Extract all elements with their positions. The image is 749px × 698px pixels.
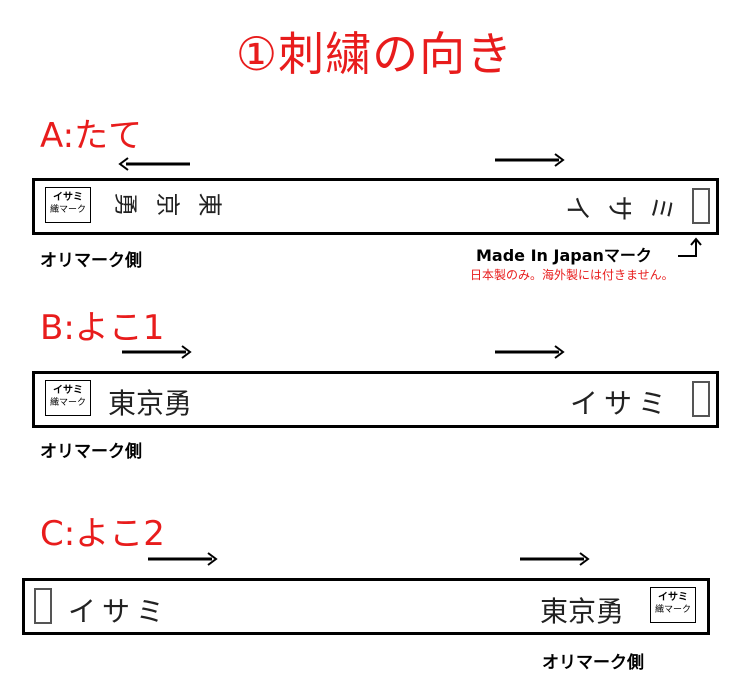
embroidery-band-c bbox=[22, 578, 710, 635]
arrow-right-icon bbox=[518, 552, 592, 566]
pointer-arrow-icon bbox=[676, 236, 702, 264]
mark-line2: 織マーク bbox=[49, 205, 86, 215]
made-in-japan-label: Made In Japanマーク bbox=[476, 246, 652, 265]
mark-line2: 織マーク bbox=[654, 605, 691, 615]
mark-line2: 織マーク bbox=[49, 398, 86, 408]
made-in-japan-tag bbox=[692, 381, 710, 417]
char-3: 勇 bbox=[111, 192, 140, 217]
mark-line1: イサミ bbox=[53, 385, 83, 396]
isami-woven-mark: イサミ 織マーク bbox=[650, 587, 696, 623]
arrow-right-icon bbox=[493, 345, 567, 359]
text-tokyo-isamu-vertical: 東 京 勇 bbox=[104, 187, 224, 227]
char-2: 京 bbox=[153, 192, 182, 217]
text-isami-vertical: イ サ ミ bbox=[560, 190, 685, 230]
embroidery-band-a bbox=[32, 178, 719, 235]
made-in-japan-tag bbox=[692, 188, 710, 224]
mark-line1: イサミ bbox=[658, 592, 688, 603]
text-isami: イサミ bbox=[68, 595, 171, 628]
caption-mark-side-c: オリマーク側 bbox=[542, 653, 644, 673]
page-title: ①刺繍の向き bbox=[235, 27, 514, 81]
made-in-japan-tag bbox=[34, 588, 52, 624]
section-c-label: C:よこ2 bbox=[40, 514, 165, 554]
char-mi: ミ bbox=[645, 195, 676, 222]
char-sa: サ bbox=[603, 195, 634, 222]
embroidery-band-b bbox=[32, 371, 719, 428]
text-tokyo-isamu: 東京勇 bbox=[108, 387, 193, 420]
text-tokyo-isamu: 東京勇 bbox=[540, 595, 625, 628]
text-isami: イサミ bbox=[570, 387, 673, 420]
caption-mark-side-b: オリマーク側 bbox=[40, 442, 142, 462]
isami-woven-mark: イサミ 織マーク bbox=[45, 187, 91, 223]
isami-woven-mark: イサミ 織マーク bbox=[45, 380, 91, 416]
section-a-label: A:たて bbox=[40, 116, 143, 156]
arrow-right-icon bbox=[120, 345, 194, 359]
char-i: イ bbox=[561, 195, 592, 222]
arrow-right-icon bbox=[493, 153, 567, 167]
mark-line1: イサミ bbox=[53, 192, 83, 203]
caption-mark-side-a: オリマーク側 bbox=[40, 251, 142, 271]
arrow-left-icon bbox=[118, 157, 192, 171]
made-in-japan-note: 日本製のみ。海外製には付きません。 bbox=[470, 268, 674, 282]
arrow-right-icon bbox=[146, 552, 220, 566]
section-b-label: B:よこ1 bbox=[40, 308, 165, 348]
char-1: 東 bbox=[195, 192, 224, 217]
